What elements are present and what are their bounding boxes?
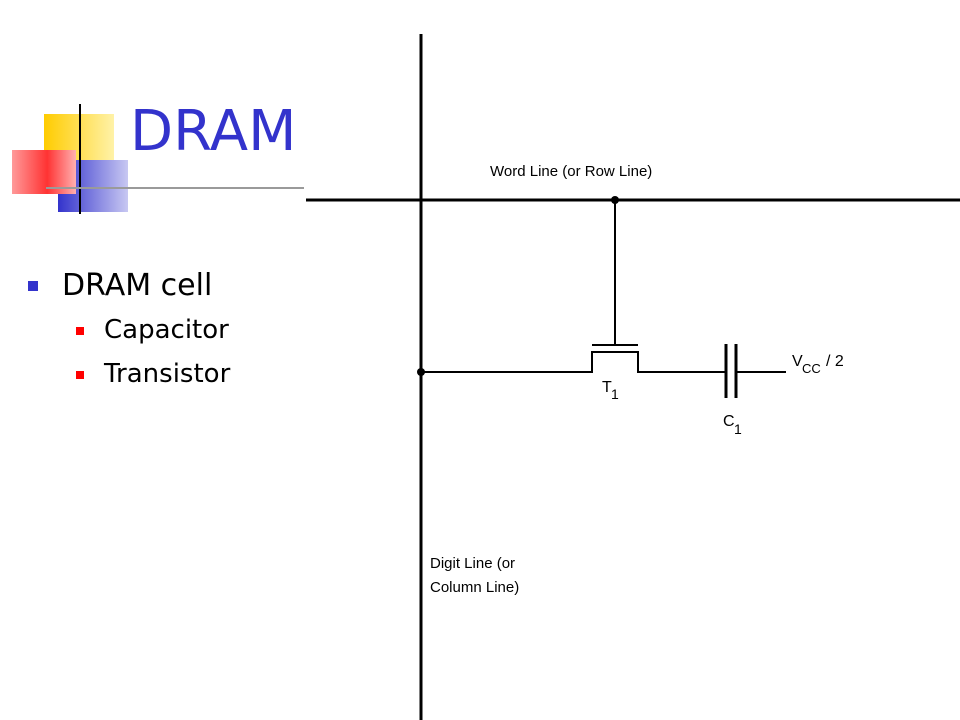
slide-title: DRAM: [130, 99, 297, 164]
digit-line-label-1: Digit Line (or: [430, 555, 515, 572]
digit-line-junction: [417, 368, 425, 376]
capacitor-label: C: [723, 413, 735, 430]
transistor-channel: [421, 351, 722, 373]
voltage-suffix: / 2: [826, 353, 844, 370]
title-decoration: [12, 104, 304, 214]
bullet-list: DRAM cell Capacitor Transistor: [28, 266, 230, 396]
voltage-label: V: [792, 353, 803, 370]
sub-bullet-item: Capacitor: [76, 308, 230, 352]
word-line-label: Word Line (or Row Line): [490, 163, 652, 180]
sub-bullet-square-icon: [76, 327, 84, 335]
transistor-label: T: [602, 379, 612, 396]
bullet-item: DRAM cell Capacitor Transistor: [28, 266, 230, 396]
digit-line-label-2: Column Line): [430, 579, 519, 596]
capacitor-subscript: 1: [734, 421, 742, 437]
sub-bullet-text: Transistor: [104, 359, 231, 389]
bullet-text: DRAM cell: [62, 268, 213, 303]
sub-bullet-text: Capacitor: [104, 315, 229, 345]
sub-bullet-item: Transistor: [76, 352, 230, 396]
decor-red-square: [12, 150, 76, 194]
sub-bullet-square-icon: [76, 371, 84, 379]
voltage-subscript: CC: [802, 361, 821, 376]
bullet-square-icon: [28, 281, 38, 291]
word-line-junction: [611, 196, 619, 204]
sub-bullet-list: Capacitor Transistor: [76, 308, 230, 396]
transistor-subscript: 1: [611, 386, 619, 402]
